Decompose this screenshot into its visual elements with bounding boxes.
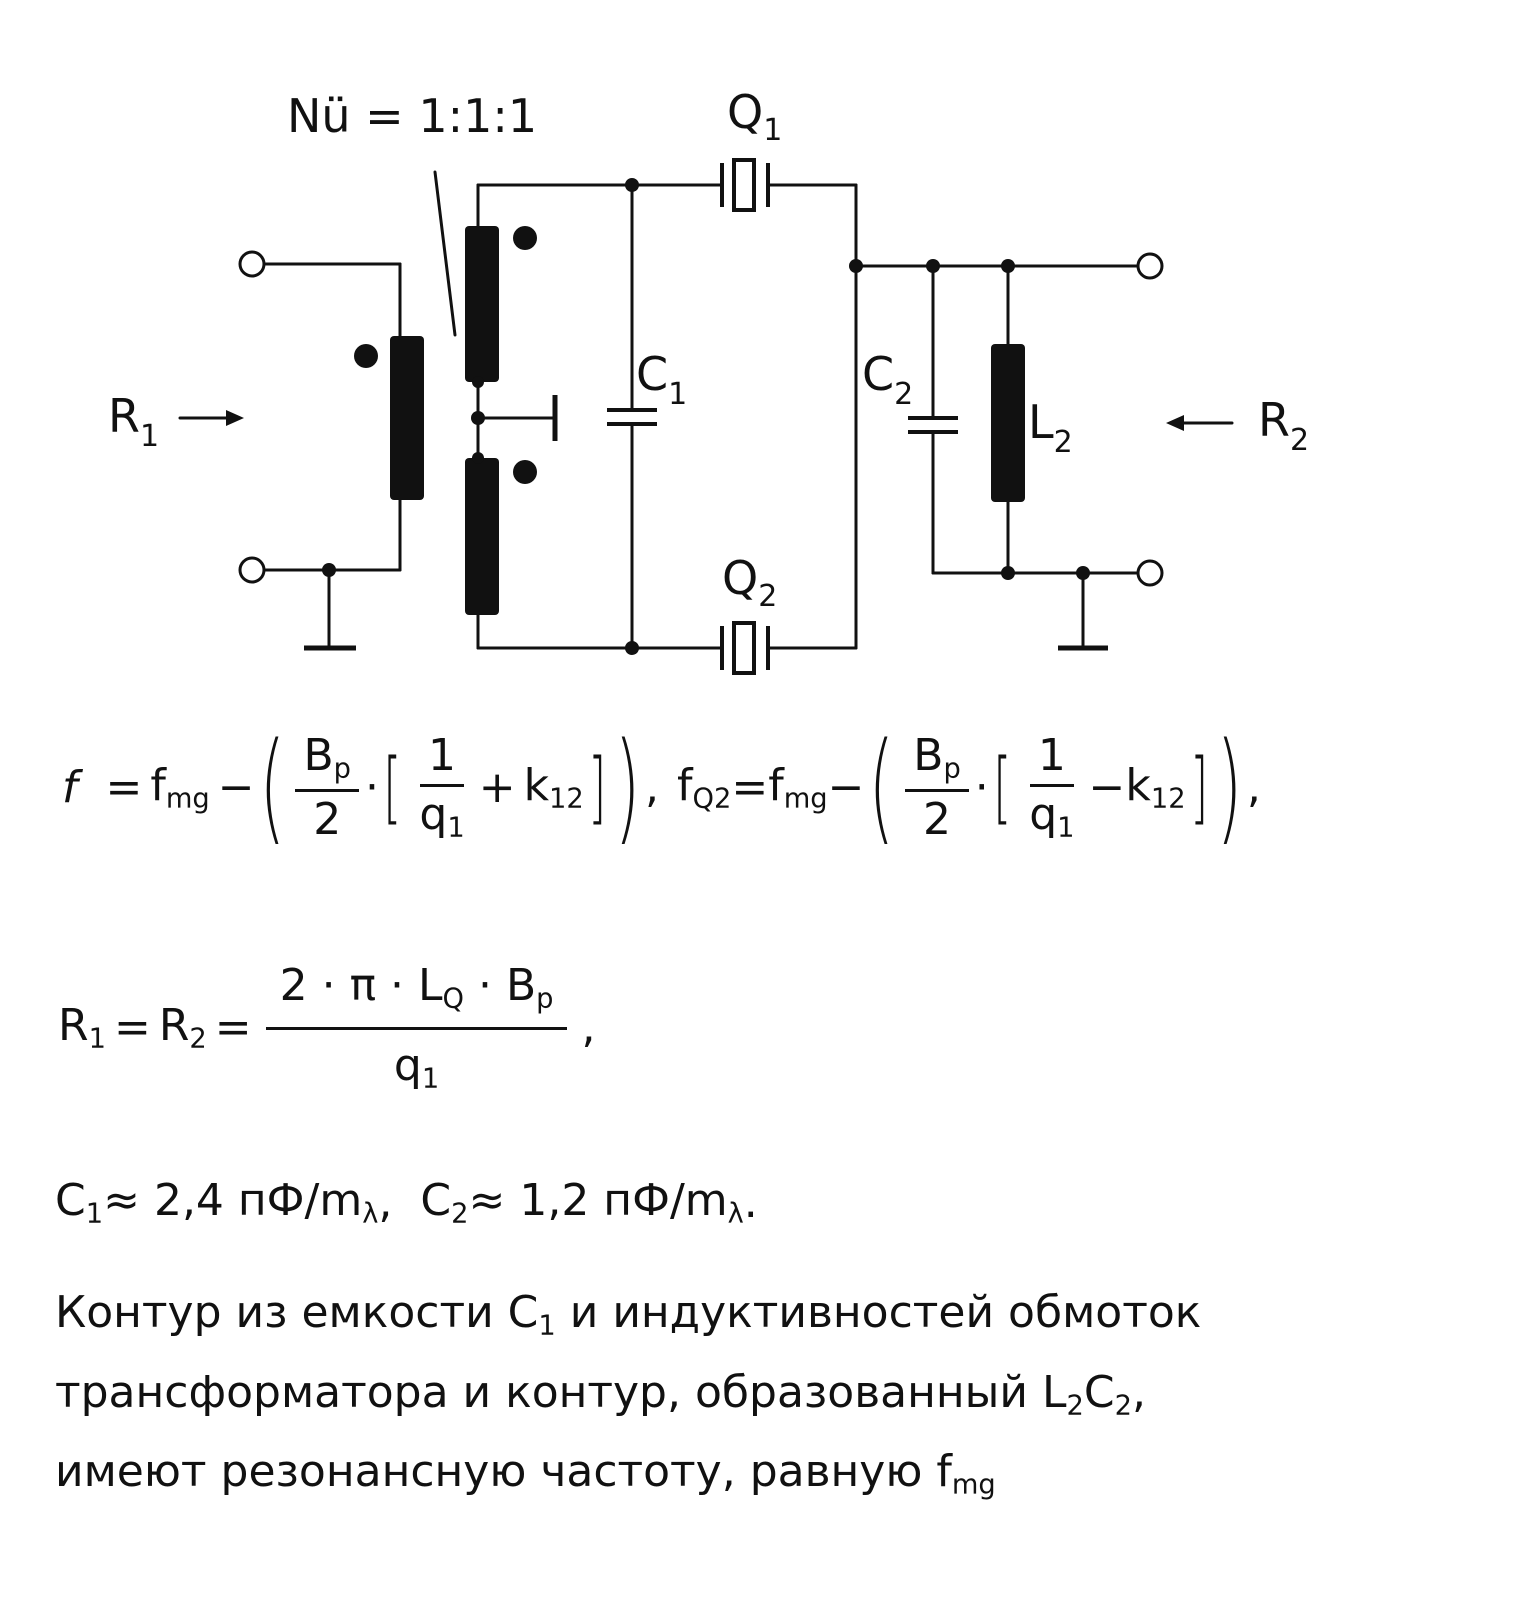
junction-dot — [625, 178, 639, 192]
open-bracket: [ — [992, 743, 1012, 833]
c2-value: ≈ 1,2 пФ/mλ — [468, 1174, 744, 1230]
q1-label: Q1 — [727, 85, 782, 148]
equals-sign: = — [214, 1002, 252, 1053]
crystal-q1-icon — [720, 158, 770, 212]
junction-dot — [322, 563, 336, 577]
junction-dot — [471, 411, 485, 425]
circuit-diagram: Nü = 1:1:1 Q1 Q2 C1 C2 L2 R1 R2 — [108, 85, 1309, 675]
resistance-fraction: 2 · π · LQ · Bp q1 — [265, 963, 568, 1093]
open-paren: ( — [868, 718, 895, 857]
minus-sign: − — [827, 762, 865, 813]
equals-sign: = — [105, 762, 143, 813]
open-bracket: [ — [383, 743, 402, 833]
close-bracket: ] — [587, 743, 607, 833]
resistance-formula: R1 = R2 = 2 · π · LQ · Bp q1 , — [58, 948, 595, 1108]
comma: , — [645, 762, 660, 813]
c2-term: C2 — [420, 1174, 469, 1230]
q2-label: Q2 — [722, 551, 777, 614]
input-terminal-top — [238, 250, 266, 278]
capacitance-formula: C1 ≈ 2,4 пФ/mλ , C2 ≈ 1,2 пФ/mλ . — [55, 1168, 758, 1238]
c2-label: C2 — [862, 347, 913, 412]
turns-ratio-label: Nü = 1:1:1 — [287, 89, 537, 143]
one-over-q1-fraction: 1 q1 — [1029, 730, 1075, 844]
r1-label: R1 — [108, 389, 159, 454]
secondary-winding-upper-icon — [465, 226, 499, 382]
comma: , — [581, 1002, 596, 1053]
lower-polarity-dot — [513, 460, 537, 484]
equals-sign: = — [731, 762, 769, 813]
k12-term: k12 — [1125, 759, 1186, 815]
r2-label: R2 — [1258, 393, 1309, 458]
fmg-term: fmg — [150, 759, 210, 815]
equals-sign: = — [113, 1002, 151, 1053]
frequency-formulas: f = fmg − ( Bp 2 · [ 1 q1 + k12 ] ) , fQ… — [62, 708, 1261, 868]
dot-operator: · — [364, 762, 379, 813]
r1-arrow-icon — [226, 410, 244, 426]
c1-term: C1 — [55, 1174, 104, 1230]
paragraph-line: трансформатора и контур, образованный L2… — [55, 1366, 1146, 1422]
f-symbol: f — [62, 762, 78, 813]
fq2-symbol: fQ2 — [677, 759, 732, 815]
r2-arrow-icon — [1166, 415, 1184, 431]
junction-dot — [926, 259, 940, 273]
c1-label: C1 — [636, 347, 687, 412]
primary-winding-icon — [390, 336, 424, 500]
output-terminal-top — [1136, 252, 1164, 280]
dot-operator: · — [974, 762, 989, 813]
bp-over-2-fraction: Bp 2 — [905, 734, 969, 842]
one-over-q1-fraction: 1 q1 — [419, 730, 465, 844]
period: . — [743, 1177, 758, 1228]
close-paren: ) — [1216, 718, 1243, 857]
description-paragraph: Контур из емкости C1 и индуктивностей об… — [55, 1280, 1455, 1519]
upper-polarity-dot — [513, 226, 537, 250]
comma: , — [1246, 762, 1261, 813]
l2-label: L2 — [1028, 395, 1073, 460]
junction-dot — [1076, 566, 1090, 580]
r2-term: R2 — [158, 999, 207, 1055]
c1-value: ≈ 2,4 пФ/mλ — [103, 1174, 379, 1230]
crystal-q2-icon — [720, 621, 770, 675]
open-paren: ( — [259, 718, 285, 857]
junction-dot — [1001, 566, 1015, 580]
turns-ratio-pointer — [433, 170, 457, 337]
bp-over-2-fraction: Bp 2 — [295, 734, 359, 842]
output-terminal-bottom — [1136, 559, 1164, 587]
secondary-winding-lower-icon — [465, 458, 499, 615]
input-terminal-bottom — [238, 556, 266, 584]
paragraph-line: имеют резонансную частоту, равную fmg — [55, 1446, 996, 1501]
junction-dot — [472, 452, 484, 464]
fmg-term: fmg — [768, 759, 828, 815]
k12-term: k12 — [523, 759, 584, 815]
paragraph-line: Контур из емкости C1 и индуктивностей об… — [55, 1287, 1202, 1342]
junction-dot — [472, 376, 484, 388]
l2-inductor-icon — [991, 344, 1025, 502]
minus-sign: − — [1088, 762, 1126, 813]
minus-sign: − — [217, 762, 255, 813]
r1-term: R1 — [58, 999, 106, 1055]
junction-dot — [1001, 259, 1015, 273]
primary-polarity-dot — [354, 344, 378, 368]
separator: , — [378, 1177, 393, 1228]
junction-dot — [625, 641, 639, 655]
close-paren: ) — [614, 718, 641, 857]
plus-sign: + — [478, 762, 516, 813]
junction-dot — [849, 259, 863, 273]
close-bracket: ] — [1189, 743, 1208, 833]
